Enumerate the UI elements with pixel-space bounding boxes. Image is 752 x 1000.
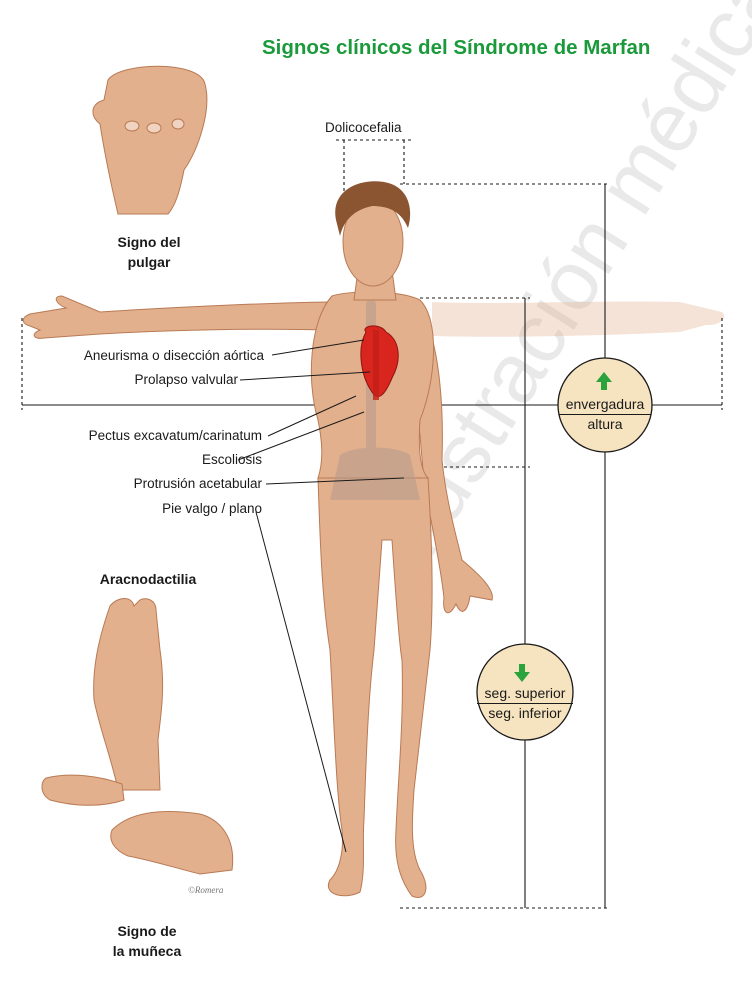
wrist-sign-caption: Signo de la muñeca [94, 921, 200, 961]
page-title: Signos clínicos del Síndrome de Marfan [262, 36, 650, 60]
label-pectus: Pectus excavatum/carinatum [89, 428, 262, 443]
head [335, 181, 410, 286]
thumb-sign-caption: Signo del pulgar [106, 232, 192, 272]
label-dolichocephaly: Dolicocefalia [325, 120, 402, 135]
label-foot: Pie valgo / plano [162, 501, 262, 516]
segments-denominator: seg. inferior [477, 704, 573, 722]
span-height-denominator: altura [559, 415, 651, 433]
segments-ratio: seg. superior seg. inferior [477, 685, 573, 722]
artist-credit: ©Romera [188, 885, 223, 895]
thumb-sign-caption-line1: Signo del [118, 234, 181, 250]
label-acetabular: Protrusión acetabular [134, 476, 262, 491]
thumb-sign-hand [93, 66, 207, 214]
thumb-sign-caption-line2: pulgar [128, 254, 171, 270]
span-height-numerator: envergadura [559, 396, 651, 415]
arachnodactyly-caption: Aracnodactilia [88, 569, 208, 589]
wrist-sign-caption-line2: la muñeca [113, 943, 181, 959]
label-scoliosis: Escoliosis [202, 452, 262, 467]
segments-numerator: seg. superior [477, 685, 573, 704]
label-valve: Prolapso valvular [134, 372, 238, 387]
label-aortic: Aneurisma o disección aórtica [84, 348, 264, 363]
wrist-sign-caption-line1: Signo de [117, 923, 176, 939]
arachnodactyly-hand [42, 599, 233, 875]
span-height-ratio: envergadura altura [559, 396, 651, 433]
ghost-arm [432, 302, 724, 337]
